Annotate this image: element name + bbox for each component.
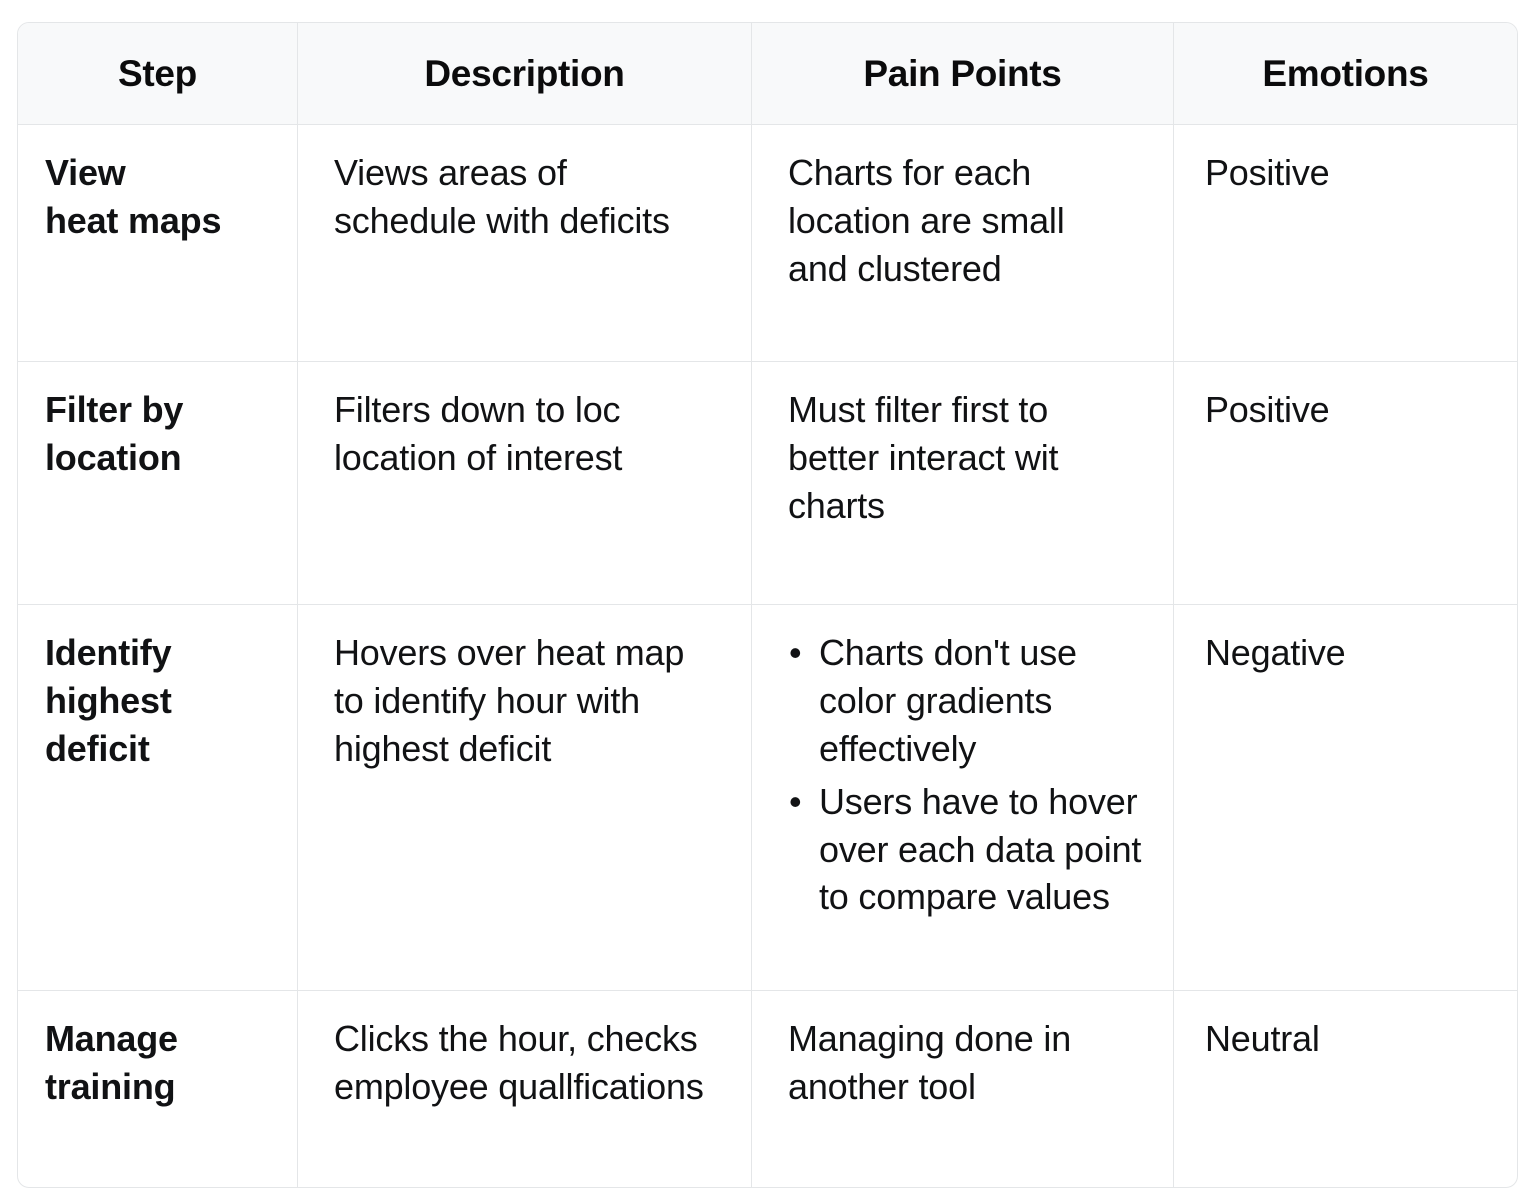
pain-points-list: • Charts don't use color gradients effectiv… [788, 629, 1155, 921]
table-row: Filter by location Filters down to loc loca… [18, 362, 1517, 605]
text-line: location are small [788, 199, 1065, 241]
header-row: Step Description Pain Points Emotions [18, 23, 1517, 125]
cell-pain-points: • Charts don't use color gradients effectiv… [752, 605, 1174, 991]
text-line: color gradients [819, 679, 1053, 721]
bullet-icon: • [789, 632, 802, 673]
text-line: Views areas of [334, 152, 567, 193]
cell-description: Filters down to loc location of interest [298, 362, 752, 605]
text-line: to identify hour with [334, 679, 640, 721]
pain-points-text: Managing done in another tool [788, 1015, 1155, 1111]
text-line: another tool [788, 1065, 976, 1107]
text-line: Filters down to loc [334, 389, 621, 430]
text-line: charts [788, 484, 885, 526]
text-line: heat maps [45, 199, 222, 241]
table-row: View heat maps Views areas of schedule with… [18, 125, 1517, 362]
column-header-description: Description [298, 23, 752, 125]
cell-step: View heat maps [18, 125, 298, 362]
column-header-pain-points: Pain Points [752, 23, 1174, 125]
bullet-icon: • [789, 780, 802, 822]
text-line: Charts don't use [819, 632, 1077, 673]
cell-emotions: Positive [1174, 125, 1517, 362]
page-container: Step Description Pain Points Emotions Vi… [17, 22, 1518, 1188]
cell-pain-points: Charts for each location are small and clu… [752, 125, 1174, 362]
cell-emotions: Negative [1174, 605, 1517, 991]
pain-points-text: Charts for each location are small and clu… [788, 149, 1155, 293]
emotion-label: Positive [1205, 389, 1330, 430]
cell-emotions: Neutral [1174, 991, 1517, 1187]
cell-description: Hovers over heat map to identify hour wit… [298, 605, 752, 991]
text-line: highest deficit [334, 727, 552, 769]
column-header-step: Step [18, 23, 298, 125]
cell-description: Clicks the hour, checks employee quallfic… [298, 991, 752, 1187]
step-text: View heat maps [45, 149, 281, 245]
text-line: schedule with deficits [334, 199, 670, 241]
table-row: Identify highest deficit Hovers over heat m… [18, 605, 1517, 991]
description-text: Clicks the hour, checks employee quallfic… [334, 1015, 733, 1111]
user-journey-table: Step Description Pain Points Emotions Vi… [17, 22, 1518, 1188]
description-text: Filters down to loc location of interest [334, 386, 733, 482]
description-text: Hovers over heat map to identify hour wit… [334, 629, 733, 773]
emotion-label: Positive [1205, 152, 1330, 193]
table-row: Manage training Clicks the hour, checks emp… [18, 991, 1517, 1187]
text-line: to compare values [819, 876, 1110, 918]
table-body: View heat maps Views areas of schedule with… [18, 125, 1517, 1187]
text-line: Users have to hover [819, 780, 1138, 822]
text-line: Identify [45, 632, 172, 673]
text-line: Hovers over heat map [334, 632, 685, 673]
cell-emotions: Positive [1174, 362, 1517, 605]
text-line: Must filter first to [788, 389, 1049, 430]
text-line: better interact wit [788, 436, 1059, 478]
text-line: employee quallfications [334, 1065, 704, 1107]
text-line: deficit [45, 727, 150, 769]
text-line: Filter by [45, 389, 184, 430]
text-line: highest [45, 679, 172, 721]
cell-description: Views areas of schedule with deficits [298, 125, 752, 362]
text-line: Managing done in [788, 1018, 1072, 1059]
text-line: location [45, 436, 182, 478]
text-line: Clicks the hour, checks [334, 1018, 698, 1059]
cell-pain-points: Must filter first to better interact wit c… [752, 362, 1174, 605]
column-header-emotions: Emotions [1174, 23, 1517, 125]
pain-point-item: • Users have to hover over each data point… [788, 778, 1155, 922]
emotion-label: Negative [1205, 632, 1346, 673]
table-header: Step Description Pain Points Emotions [18, 23, 1517, 125]
emotion-label: Neutral [1205, 1018, 1320, 1059]
text-line: effectively [819, 727, 977, 769]
cell-step: Filter by location [18, 362, 298, 605]
text-line: View [45, 152, 126, 193]
text-line: and clustered [788, 247, 1002, 289]
cell-pain-points: Managing done in another tool [752, 991, 1174, 1187]
cell-step: Identify highest deficit [18, 605, 298, 991]
description-text: Views areas of schedule with deficits [334, 149, 733, 245]
text-line: Manage [45, 1018, 178, 1059]
pain-points-text: Must filter first to better interact wit c… [788, 386, 1155, 530]
pain-point-item: • Charts don't use color gradients effectiv… [788, 629, 1155, 773]
text-line: over each data point [819, 828, 1142, 870]
step-text: Filter by location [45, 386, 281, 482]
text-line: location of interest [334, 436, 623, 478]
step-text: Identify highest deficit [45, 629, 281, 773]
step-text: Manage training [45, 1015, 281, 1111]
text-line: training [45, 1065, 176, 1107]
text-line: Charts for each [788, 152, 1032, 193]
cell-step: Manage training [18, 991, 298, 1187]
